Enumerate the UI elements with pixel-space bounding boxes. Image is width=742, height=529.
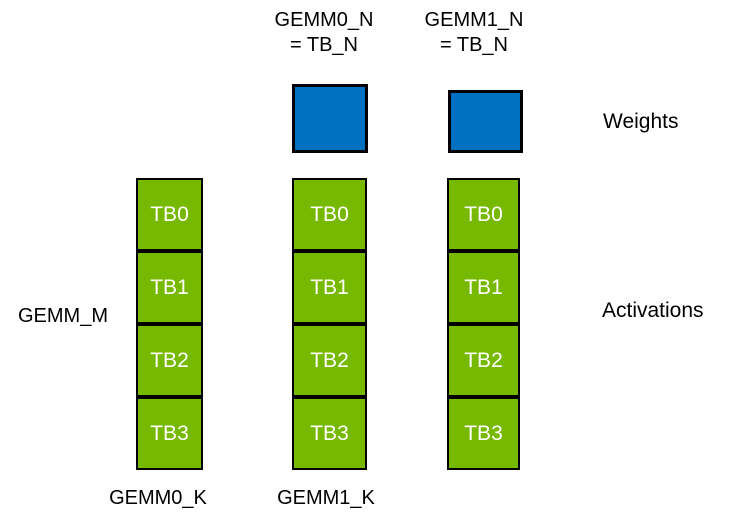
- tb-block: TB3: [447, 397, 520, 470]
- tb-block: TB2: [447, 324, 520, 397]
- tb-block: TB3: [292, 397, 367, 470]
- tb-block: TB2: [292, 324, 367, 397]
- gemm0-n-line1: GEMM0_N: [274, 9, 374, 31]
- tb-block: TB0: [136, 178, 203, 251]
- gemm0-k-label: GEMM0_K: [109, 487, 207, 509]
- tb-block: TB3: [136, 397, 203, 470]
- activations-label: Activations: [602, 299, 704, 322]
- gemm1-n-label: GEMM1_N = TB_N: [401, 8, 547, 58]
- weights-label: Weights: [603, 110, 679, 133]
- activation-column-0: TB0 TB1 TB2 TB3: [136, 178, 203, 470]
- weights-block-gemm1: [448, 90, 523, 153]
- gemm0-n-label: GEMM0_N = TB_N: [251, 8, 397, 58]
- gemm1-n-line1: GEMM1_N: [424, 9, 524, 31]
- tb-block: TB1: [292, 251, 367, 324]
- tb-block: TB0: [447, 178, 520, 251]
- gemm1-n-line2: = TB_N: [440, 34, 508, 56]
- gemm0-n-line2: = TB_N: [290, 34, 358, 56]
- weights-block-gemm0: [292, 84, 368, 153]
- gemm-m-label: GEMM_M: [18, 305, 108, 327]
- tb-block: TB2: [136, 324, 203, 397]
- tb-block: TB0: [292, 178, 367, 251]
- tb-block: TB1: [447, 251, 520, 324]
- gemm1-k-label: GEMM1_K: [277, 487, 375, 509]
- tb-block: TB1: [136, 251, 203, 324]
- activation-column-1: TB0 TB1 TB2 TB3: [292, 178, 367, 470]
- activation-column-2: TB0 TB1 TB2 TB3: [447, 178, 520, 470]
